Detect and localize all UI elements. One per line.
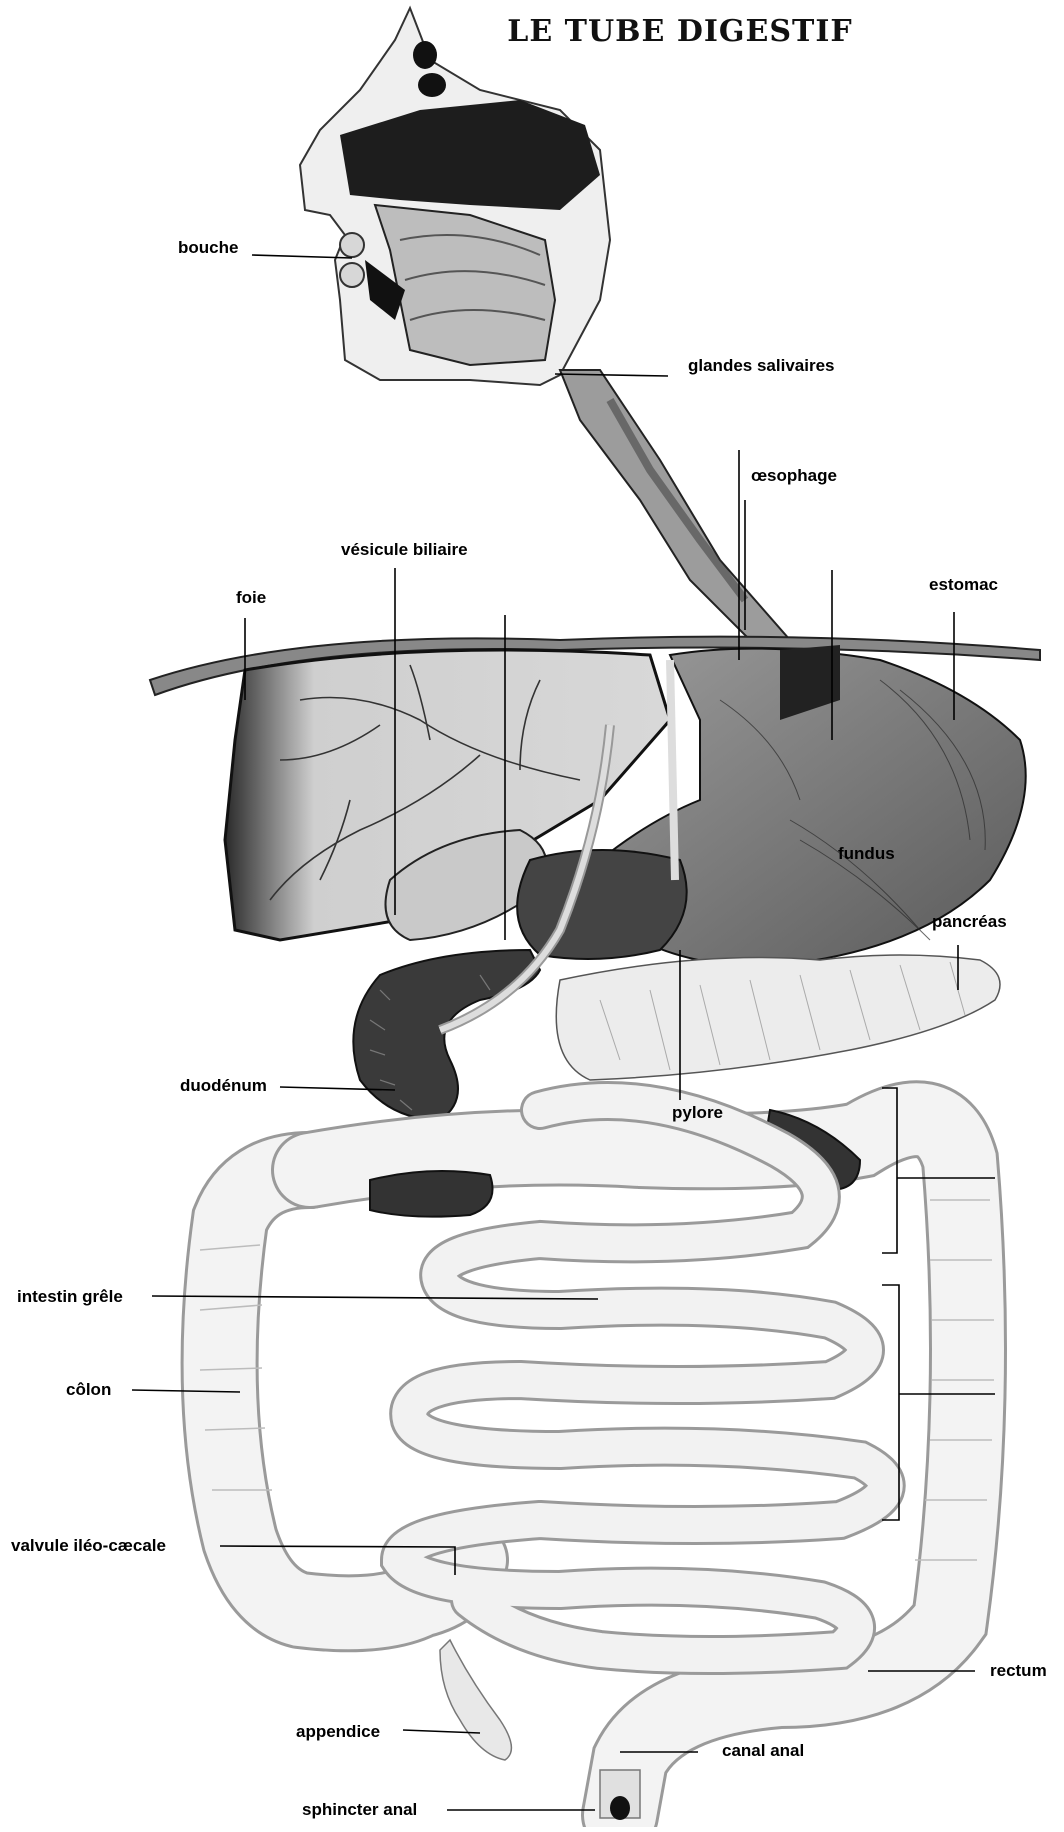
label-estomac: estomac [929,575,998,595]
duodenum-shape [353,950,540,1120]
label-colon: côlon [66,1380,111,1400]
label-sphincter-anal: sphincter anal [302,1800,417,1820]
label-pylore: pylore [672,1103,723,1123]
page-title: LE TUBE DIGESTIF [470,14,890,49]
label-intestin-grele: intestin grêle [17,1287,123,1307]
appendix-shape [440,1640,511,1760]
label-bouche: bouche [178,238,238,258]
label-fundus: fundus [838,844,895,864]
label-pancreas: pancréas [932,912,1007,932]
label-glandes-salivaires: glandes salivaires [688,356,834,376]
label-vesicule-biliaire: vésicule biliaire [341,540,468,560]
label-oesophage: œsophage [751,466,837,486]
label-foie: foie [236,588,266,608]
label-rectum: rectum [990,1661,1047,1681]
label-canal-anal: canal anal [722,1741,804,1761]
label-appendice: appendice [296,1722,380,1742]
pancreas-shape [556,955,1000,1080]
head-section [300,8,610,385]
label-valvule-ileo-caecale: valvule iléo-cæcale [11,1536,166,1556]
label-duodenum: duodénum [180,1076,267,1096]
